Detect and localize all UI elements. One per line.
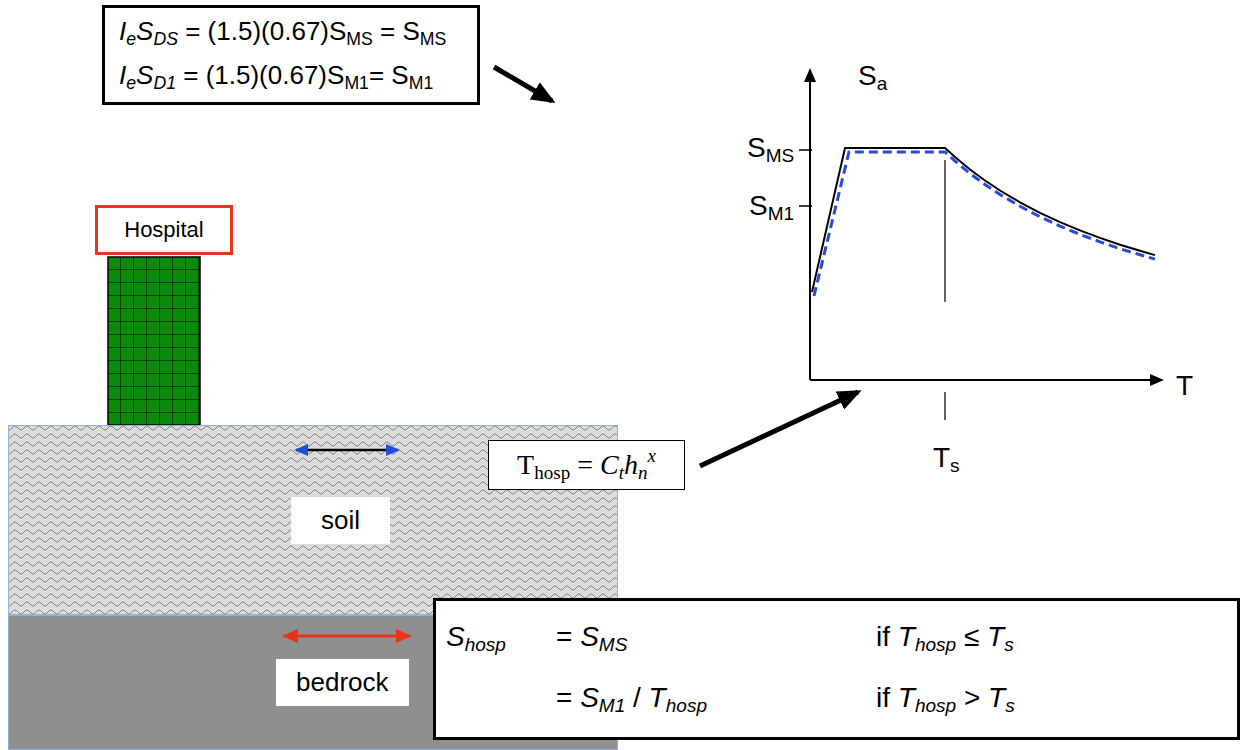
text-run: S <box>747 132 766 163</box>
box-text: Shosp <box>446 621 556 656</box>
box-text: IeSD1 = (1.5)(0.67)SM1= SM1 <box>119 60 463 94</box>
hospital-box: Hospital <box>95 205 233 255</box>
label-holder: Sa <box>858 60 887 95</box>
axis-tick <box>799 205 812 207</box>
text-run: S <box>858 60 877 91</box>
text-run: T <box>649 682 666 713</box>
text-run: hosp <box>534 463 570 484</box>
text-run: e <box>126 29 136 49</box>
text-run: hosp <box>666 695 707 716</box>
text-run: hosp <box>465 634 506 655</box>
text-run: M1 <box>409 73 434 93</box>
text-run: MS <box>420 29 447 49</box>
axis-value: SMS <box>747 132 794 167</box>
text-run: x <box>647 445 655 466</box>
axis-tick <box>799 149 812 151</box>
box-text: = SM1 / Thosp <box>556 682 876 717</box>
text-run: MS <box>346 29 373 49</box>
bedrock-motion-arrow <box>284 635 410 638</box>
text-run: DS <box>153 29 178 49</box>
text-run: soil <box>321 505 360 535</box>
text-run: = (1.5)(0.67)S <box>178 16 346 46</box>
text-run: M1 <box>599 695 625 716</box>
text-run: h <box>624 449 638 480</box>
text-run: / <box>625 682 648 713</box>
text-run: e <box>126 73 136 93</box>
label-holder: SMS <box>747 132 794 167</box>
text-run: T <box>898 621 915 652</box>
pointer-arrow <box>494 67 552 101</box>
text-run: MS <box>766 145 795 166</box>
text-run: S <box>136 60 153 90</box>
text-run: bedrock <box>296 667 389 697</box>
text-run: > <box>956 682 988 713</box>
text-run: if <box>876 621 898 652</box>
text-run: Hospital <box>124 217 203 242</box>
text-run: S <box>136 16 153 46</box>
box-text: bedrock <box>276 659 409 706</box>
pointer-arrow <box>700 392 858 466</box>
text-run: = (1.5)(0.67)S <box>176 60 344 90</box>
period-formula-box: Thosp = Cthnx <box>488 440 685 490</box>
axis-label: Sa <box>858 60 887 95</box>
text-run: a <box>877 73 888 94</box>
spectral-rule-box: Shosp= SMSif Thosp ≤ Ts= SM1 / Thospif T… <box>433 598 1240 740</box>
period-marker <box>944 160 946 302</box>
hospital-tower <box>108 257 200 425</box>
box-text: Hospital <box>124 217 203 243</box>
box-text: soil <box>291 497 390 544</box>
text-run: = <box>556 621 580 652</box>
text-run: T <box>898 682 915 713</box>
period-marker <box>944 392 946 420</box>
formula-box: IeSDS = (1.5)(0.67)SMS = SMSIeSD1 = (1.5… <box>102 5 480 105</box>
text-run: = <box>556 682 580 713</box>
axis-value: SM1 <box>749 190 794 225</box>
text-run: M1 <box>344 73 369 93</box>
soil-motion-arrow <box>296 449 398 452</box>
box-text: if Thosp ≤ Ts <box>876 621 1227 656</box>
label-holder: T <box>1176 370 1193 402</box>
text-run: s <box>1004 634 1014 655</box>
text-run: t <box>619 463 624 484</box>
text-run: T <box>933 442 950 473</box>
spectrum-curve <box>812 148 1155 292</box>
text-run: s <box>950 455 960 476</box>
text-run: I <box>119 60 126 90</box>
text-run: hosp <box>915 634 956 655</box>
text-run: s <box>1005 695 1015 716</box>
text-run: = <box>570 449 600 480</box>
box-text: if Thosp > Ts <box>876 682 1227 717</box>
text-run: C <box>600 449 619 480</box>
text-run: = S <box>369 60 409 90</box>
text-run: D1 <box>153 73 176 93</box>
y-axis <box>809 70 811 380</box>
text-run: T <box>988 682 1005 713</box>
text-run: S <box>446 621 465 652</box>
text-run: MS <box>599 634 628 655</box>
text-run: hosp <box>915 695 956 716</box>
text-run: S <box>580 621 599 652</box>
x-axis <box>810 379 1162 381</box>
label-holder: SM1 <box>749 190 794 225</box>
period-label: Ts <box>933 442 960 477</box>
text-run: T <box>1176 370 1193 401</box>
axis-label: T <box>1176 370 1193 402</box>
text-run: T <box>987 621 1004 652</box>
text-run: I <box>119 16 126 46</box>
text-run: S <box>580 682 599 713</box>
text-run: T <box>517 449 534 480</box>
label-holder: Ts <box>933 442 960 477</box>
soil-layer <box>8 425 618 615</box>
text-run: M1 <box>768 203 794 224</box>
text-run: if <box>876 682 898 713</box>
text-run: n <box>638 463 648 484</box>
design-spectrum-curve <box>814 152 1155 296</box>
text-run: S <box>749 190 768 221</box>
text-run: ≤ <box>956 621 987 652</box>
box-text: IeSDS = (1.5)(0.67)SMS = SMS <box>119 16 463 50</box>
text-run: = S <box>373 16 420 46</box>
box-text: = SMS <box>556 621 876 656</box>
box-text: Thosp = Cthnx <box>517 445 656 484</box>
